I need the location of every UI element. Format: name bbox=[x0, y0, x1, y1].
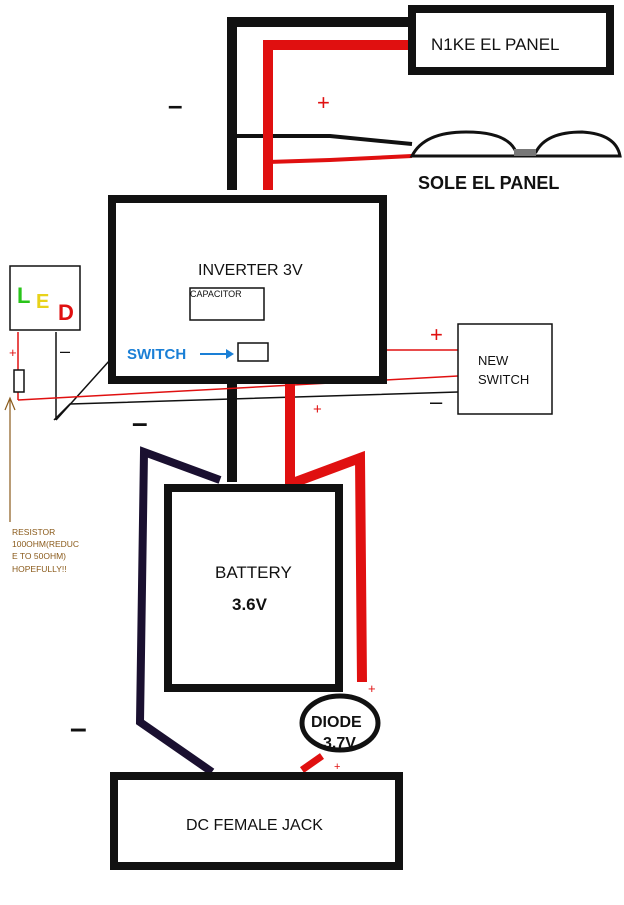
diode-voltage-label: 3.7V bbox=[323, 735, 356, 752]
resistor-symbol bbox=[13, 369, 25, 393]
led-box bbox=[9, 265, 81, 331]
inverter-switch-box bbox=[237, 342, 269, 362]
switch-label: SWITCH bbox=[127, 346, 186, 363]
resistor-note-line4: HOPEFULLY!! bbox=[12, 564, 67, 574]
resistor-note-arrowhead bbox=[4, 396, 16, 411]
plus-sign-diode-in: + bbox=[368, 681, 376, 696]
resistor-note-line1: RESISTOR bbox=[12, 527, 55, 537]
minus-sign-jack: – bbox=[70, 712, 87, 745]
led-letter-d: D bbox=[58, 300, 74, 325]
dc-female-jack-label: DC FEMALE JACK bbox=[186, 817, 323, 834]
resistor-note-line2: 100OHM(REDUC bbox=[12, 539, 79, 549]
led-letter-e: E bbox=[36, 291, 49, 313]
minus-sign-top: – bbox=[168, 90, 182, 120]
positive-wire-to-sole-panel bbox=[267, 154, 413, 164]
negative-wire-to-n1ke-panel bbox=[227, 17, 412, 190]
led-letter-l: L bbox=[17, 283, 30, 308]
negative-wire-new-switch bbox=[53, 391, 459, 421]
diode-symbol bbox=[299, 693, 381, 753]
n1ke-el-panel-label: N1KE EL PANEL bbox=[431, 35, 560, 54]
plus-sign-inverter-out: + bbox=[313, 401, 322, 418]
battery-voltage-label: 3.6V bbox=[232, 595, 268, 614]
positive-wire-inverter-to-battery bbox=[285, 382, 367, 683]
minus-sign-new-switch: – bbox=[430, 389, 443, 414]
plus-sign-new-switch: + bbox=[430, 322, 443, 347]
n1ke-el-panel-box bbox=[408, 5, 614, 75]
positive-wire-to-n1ke-panel bbox=[263, 40, 412, 190]
negative-wire-battery-to-jack bbox=[135, 446, 222, 776]
sole-el-panel-label: SOLE EL PANEL bbox=[418, 173, 559, 193]
sole-el-panel-joint bbox=[514, 149, 536, 156]
battery-label: BATTERY bbox=[215, 563, 292, 582]
inverter-label: INVERTER 3V bbox=[198, 262, 303, 279]
new-switch-label-line1: NEW bbox=[478, 353, 509, 368]
dc-female-jack-box bbox=[110, 772, 403, 870]
new-switch-label-line2: SWITCH bbox=[478, 372, 529, 387]
minus-sign-inverter-out: – bbox=[132, 407, 148, 438]
capacitor-label: CAPACITOR bbox=[190, 289, 242, 299]
plus-sign-diode-out: + bbox=[334, 761, 340, 773]
new-switch-box bbox=[457, 323, 553, 415]
switch-arrow-head bbox=[226, 349, 234, 359]
capacitor-box bbox=[189, 287, 265, 321]
minus-sign-led: – bbox=[60, 341, 70, 361]
battery-box bbox=[164, 484, 343, 692]
negative-wire-to-sole-panel bbox=[236, 134, 413, 146]
plus-sign-led: + bbox=[9, 345, 17, 360]
positive-wire-diode-to-jack bbox=[299, 753, 325, 773]
plus-sign-top: + bbox=[317, 90, 330, 115]
diode-label: DIODE bbox=[311, 714, 362, 731]
resistor-note-line3: E TO 50OHM) bbox=[12, 551, 66, 561]
